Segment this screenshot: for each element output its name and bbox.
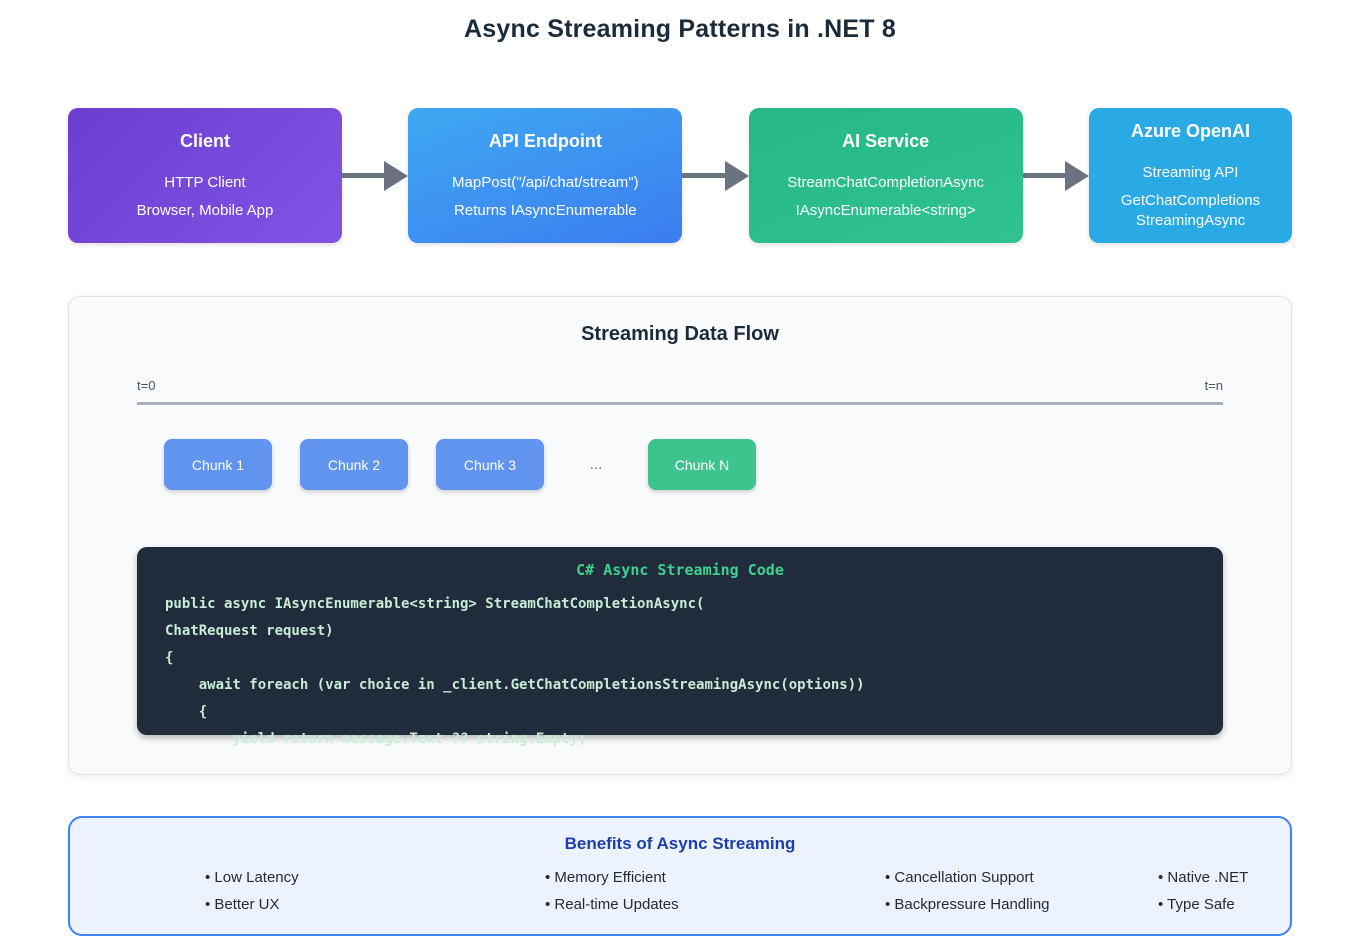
benefit-item: • Memory Efficient [545, 869, 666, 886]
chunk-1: Chunk 1 [164, 439, 272, 490]
code-block: C# Async Streaming Code public async IAs… [137, 547, 1223, 747]
flow-arrow-icon [682, 108, 749, 243]
flow-panel-title: Streaming Data Flow [581, 323, 779, 345]
benefit-item: • Type Safe [1158, 896, 1235, 913]
arrow-head-icon [724, 160, 749, 191]
chunk-row: Chunk 1 Chunk 2 Chunk 3 ... Chunk N [164, 439, 1223, 490]
page-title: Async Streaming Patterns in .NET 8 [464, 15, 896, 43]
arrow-shaft [682, 173, 725, 178]
code-line: ChatRequest request) [165, 623, 334, 639]
benefits-column-1: • Low Latency • Better UX [205, 864, 545, 918]
timeline-axis [137, 402, 1223, 405]
benefits-column-3: • Cancellation Support • Backpressure Ha… [885, 864, 1158, 918]
code-line: yield return message.Text ?? string.Empt… [165, 731, 587, 747]
arrow-head-icon [1064, 160, 1089, 191]
node-api-detail-2: Returns IAsyncEnumerable [454, 201, 637, 219]
benefit-item: • Native .NET [1158, 869, 1249, 886]
timeline: t=0 t=n [137, 378, 1223, 405]
benefits-grid: • Low Latency • Better UX • Memory Effic… [205, 864, 1290, 918]
chunk-2: Chunk 2 [300, 439, 408, 490]
code-line: await foreach (var choice in _client.Get… [165, 677, 865, 693]
benefit-item: • Backpressure Handling [885, 896, 1050, 913]
pipeline-node-client: Client HTTP Client Browser, Mobile App [68, 108, 342, 243]
pipeline-node-api-endpoint: API Endpoint MapPost("/api/chat/stream")… [408, 108, 683, 243]
node-service-title: AI Service [842, 130, 930, 151]
code-listing: public async IAsyncEnumerable<string> St… [165, 591, 1195, 753]
benefits-title: Benefits of Async Streaming [564, 834, 796, 853]
node-service-detail-1: StreamChatCompletionAsync [787, 173, 985, 191]
benefit-item: • Better UX [205, 896, 280, 913]
chunk-n: Chunk N [648, 439, 756, 490]
node-api-detail-1: MapPost("/api/chat/stream") [452, 173, 639, 191]
code-line: { [165, 650, 174, 666]
timeline-end-label: t=n [1204, 378, 1223, 393]
arrow-head-icon [384, 160, 409, 191]
node-client-detail-1: HTTP Client [164, 173, 246, 191]
chunk-ellipsis: ... [589, 456, 603, 473]
code-line: public async IAsyncEnumerable<string> St… [165, 596, 705, 612]
flow-arrow-icon [342, 108, 409, 243]
benefits-panel: Benefits of Async Streaming • Low Latenc… [68, 816, 1292, 936]
benefits-column-4: • Native .NET • Type Safe [1158, 864, 1290, 918]
pipeline-row: Client HTTP Client Browser, Mobile App A… [68, 108, 1292, 243]
benefit-item: • Low Latency [205, 869, 299, 886]
benefit-item: • Real-time Updates [545, 896, 679, 913]
arrow-shaft [342, 173, 385, 178]
node-api-title: API Endpoint [488, 130, 602, 151]
pipeline-node-ai-service: AI Service StreamChatCompletionAsync IAs… [748, 108, 1023, 243]
node-service-detail-2: IAsyncEnumerable<string> [795, 201, 976, 219]
node-azure-detail-1: Streaming API [1142, 163, 1239, 181]
code-block-title: C# Async Streaming Code [576, 561, 784, 579]
arrow-shaft [1022, 173, 1065, 178]
benefits-column-2: • Memory Efficient • Real-time Updates [545, 864, 885, 918]
flow-arrow-icon [1022, 108, 1089, 243]
streaming-data-flow-panel: Streaming Data Flow t=0 t=n Chunk 1 Chun… [68, 296, 1292, 775]
node-azure-detail-2: GetChatCompletions StreamingAsync [1120, 191, 1261, 229]
code-line: { [165, 704, 208, 720]
node-azure-title: Azure OpenAI [1130, 120, 1250, 141]
chunk-3: Chunk 3 [436, 439, 544, 490]
node-client-title: Client [179, 130, 230, 151]
node-client-detail-2: Browser, Mobile App [136, 201, 274, 219]
pipeline-node-azure-openai: Azure OpenAI Streaming API GetChatComple… [1088, 108, 1292, 243]
benefit-item: • Cancellation Support [885, 869, 1034, 886]
timeline-start-label: t=0 [137, 378, 156, 393]
